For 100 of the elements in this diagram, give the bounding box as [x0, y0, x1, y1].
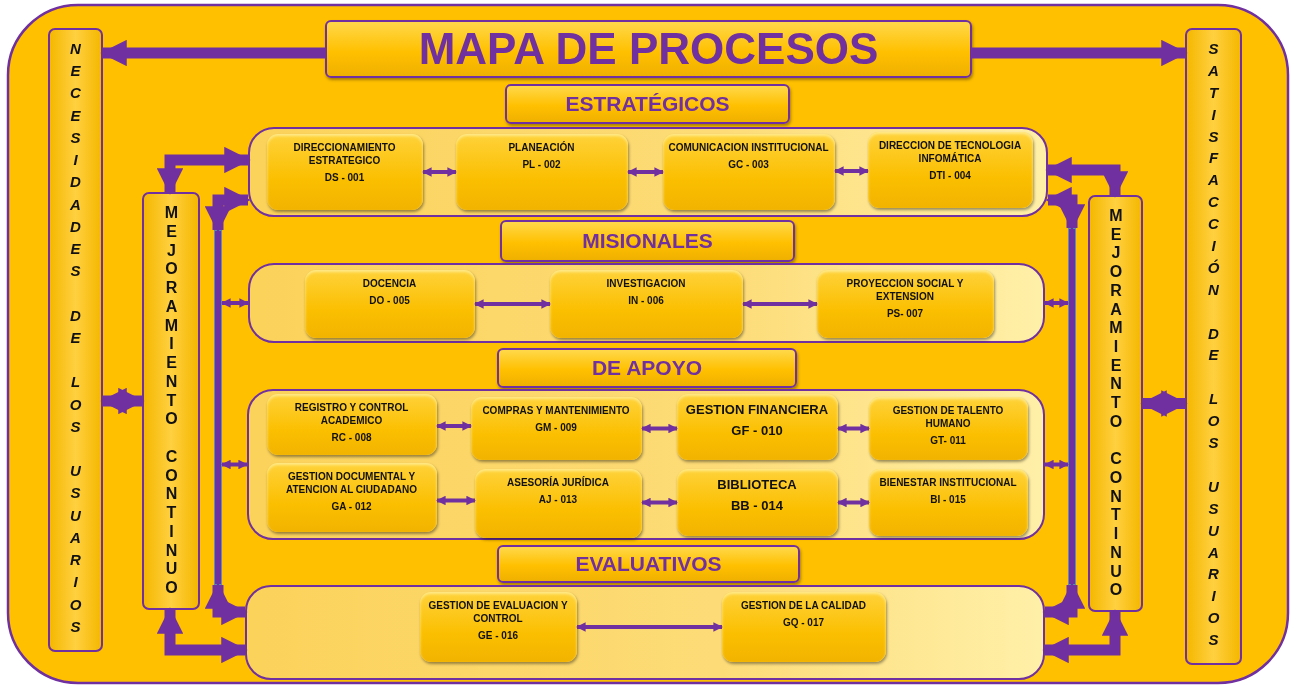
double-arrow [1045, 156, 1129, 198]
process-code: DS - 001 [324, 170, 365, 184]
process-code: GQ - 017 [782, 615, 825, 629]
title-box [325, 20, 972, 78]
process-name: GESTION DE EVALUACION Y CONTROL [427, 598, 569, 625]
double-arrow [837, 497, 870, 508]
process-name: DOCENCIA [362, 276, 417, 290]
double-arrow [1140, 390, 1188, 417]
process-name: COMUNICACION INSTITUCIONAL [668, 140, 829, 154]
category-title: EVALUATIVOS [575, 552, 722, 576]
process-box [868, 396, 1028, 460]
process-box [304, 269, 475, 338]
double-arrow [1042, 582, 1086, 626]
improvement-column [142, 192, 200, 610]
double-arrow [834, 166, 869, 176]
vertical-label: NECESIDADES DE LOS USUARIOS [67, 40, 84, 640]
process-box [721, 591, 886, 662]
process-code: IN - 006 [628, 293, 664, 307]
process-box [867, 131, 1033, 208]
process-code: GM - 009 [535, 420, 577, 434]
process-box [662, 133, 835, 210]
process-code: GA - 012 [331, 499, 372, 513]
process-code: DO - 005 [369, 293, 410, 307]
vertical-label: SATISFACCIÓN DE LOS USUARIOS [1205, 40, 1222, 653]
double-arrow [474, 299, 551, 309]
double-arrow [627, 167, 664, 177]
double-arrow [436, 495, 476, 506]
process-box [455, 133, 628, 210]
process-name: PROYECCION SOCIAL Y EXTENSION [845, 276, 965, 303]
process-name: GESTION DOCUMENTAL Y ATENCION AL CIUDADANO [285, 469, 418, 496]
process-box [676, 393, 838, 460]
process-box [816, 269, 994, 338]
process-box [549, 269, 743, 338]
category-header [497, 348, 797, 388]
process-box [419, 591, 577, 662]
double-arrow [837, 423, 870, 434]
double-arrow [1042, 609, 1129, 664]
process-code: AJ - 013 [538, 492, 578, 506]
improvement-column [1088, 195, 1143, 612]
process-name: COMPRAS Y MANTENIMIENTO [482, 403, 630, 417]
process-box [868, 468, 1028, 536]
double-arrow [742, 299, 818, 309]
process-group-panel [248, 263, 1045, 343]
process-name: REGISTRO Y CONTROL ACADEMICO [293, 400, 410, 427]
stakeholder-column [1185, 28, 1242, 665]
arrow [972, 39, 1188, 67]
process-box [266, 133, 423, 210]
process-name: BIENESTAR INSTITUCIONAL [879, 475, 1017, 489]
process-code: GE - 016 [478, 628, 518, 642]
process-code: PL - 002 [522, 157, 561, 171]
process-code: PS- 007 [886, 306, 924, 320]
vertical-label: MEJORAMIENTO CONTINUO [162, 204, 180, 598]
process-code: GC - 003 [728, 157, 769, 171]
process-box [676, 468, 838, 536]
process-name: GESTION DE TALENTO HUMANO [891, 403, 1005, 430]
category-header [500, 220, 795, 262]
double-arrow [204, 186, 251, 233]
process-name: DIRECCIONAMIENTO ESTRATEGICO [292, 140, 397, 167]
process-name: ASESORÍA JURÍDICA [507, 475, 609, 489]
double-arrow [576, 622, 723, 632]
category-header [497, 545, 800, 583]
process-box [474, 468, 642, 538]
double-arrow [221, 298, 249, 308]
process-name: DIRECCION DE TECNOLOGIA INFOMÁTICA [877, 138, 1023, 165]
stakeholder-column [48, 28, 103, 652]
double-arrow [156, 146, 251, 195]
double-arrow [1044, 459, 1069, 470]
process-code: GF - 010 [731, 421, 783, 439]
process-name: GESTION FINANCIERA [685, 400, 829, 418]
double-arrow [436, 421, 472, 431]
title-text: MAPA DE PROCESOS [418, 24, 879, 74]
double-arrow [100, 387, 145, 415]
arrow [100, 39, 325, 67]
connector-bar [1068, 228, 1076, 585]
category-header [505, 84, 790, 124]
process-box [266, 462, 437, 532]
double-arrow [641, 423, 678, 434]
process-box [470, 396, 642, 460]
double-arrow [422, 167, 457, 177]
process-code: RC - 008 [331, 430, 372, 444]
double-arrow [1044, 298, 1069, 308]
process-group-panel [248, 127, 1048, 217]
category-title: ESTRATÉGICOS [565, 92, 730, 116]
process-name: INVESTIGACION [606, 276, 686, 290]
process-code: DTI - 004 [929, 168, 971, 182]
process-group-panel [245, 585, 1045, 680]
process-name: GESTION DE LA CALIDAD [740, 598, 867, 612]
process-name: PLANEACIÓN [508, 140, 575, 154]
vertical-label: MEJORAMIENTO CONTINUO [1106, 207, 1125, 600]
process-code: BB - 014 [731, 496, 783, 514]
category-title: MISIONALES [582, 229, 713, 253]
process-group-panel [247, 389, 1045, 540]
process-code: BI - 015 [930, 492, 966, 506]
process-name: BIBLIOTECA [717, 475, 797, 493]
process-code: GT- 011 [930, 433, 966, 447]
double-arrow [1045, 186, 1086, 231]
connector-bar [214, 230, 222, 585]
double-arrow [641, 497, 678, 508]
double-arrow [221, 459, 248, 470]
category-title: DE APOYO [591, 356, 703, 380]
